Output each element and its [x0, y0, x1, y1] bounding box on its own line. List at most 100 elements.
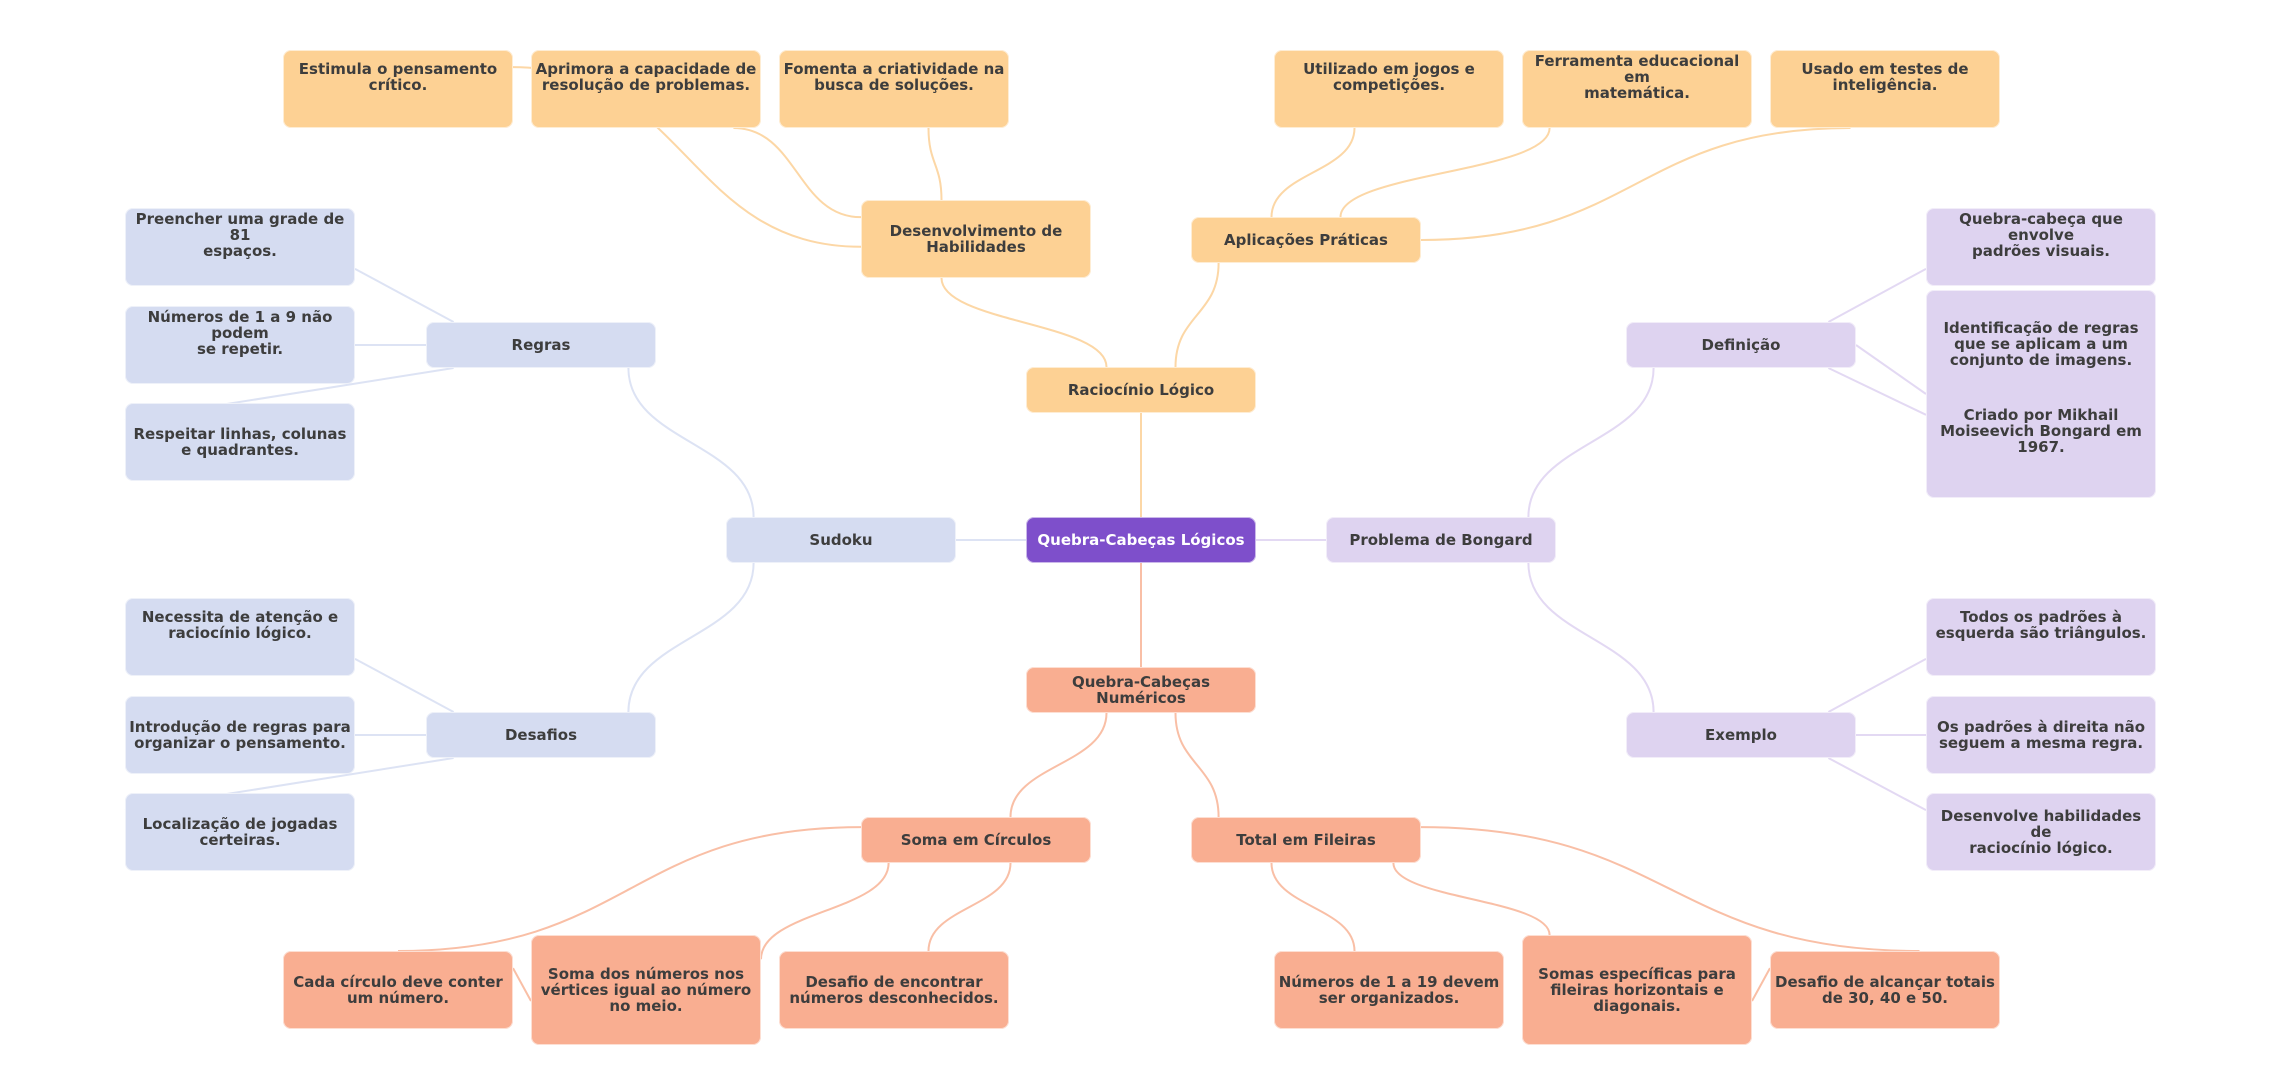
leaf-node[interactable]: Desafio de alcançar totais de 30, 40 e 5… [1770, 951, 2000, 1029]
connector-line [1174, 262, 1220, 368]
leaf-node[interactable]: Introdução de regras para organizar o pe… [125, 696, 355, 774]
topic-label: Desenvolvimento de Habilidades [889, 222, 1063, 256]
leaf-node[interactable]: Soma dos números nos vértices igual ao n… [531, 935, 761, 1045]
branch-label: Quebra-Cabeças Numéricos [1071, 673, 1211, 707]
branch-raciocinio-logico[interactable]: Raciocínio Lógico [1026, 367, 1256, 413]
topic-label: Definição [1701, 336, 1781, 354]
topic-label: Desafios [504, 726, 578, 744]
topic-desenvolvimento-de-habilidades[interactable]: Desenvolvimento de Habilidades [861, 200, 1091, 278]
connector-line [760, 862, 890, 960]
leaf-node[interactable]: Números de 1 a 19 devem ser organizados. [1274, 951, 1504, 1029]
connector-line [1270, 862, 1356, 952]
leaf-label: Somas específicas para fileiras horizont… [1538, 965, 1736, 1015]
topic-label: Aplicações Práticas [1224, 231, 1388, 249]
connector-line [927, 127, 943, 201]
leaf-node-merged[interactable]: Identificação de regras que se aplicam a… [1926, 290, 2156, 498]
leaf-node[interactable]: Utilizado em jogos e competições. [1274, 50, 1504, 128]
connector-line [1339, 127, 1551, 218]
topic-label: Total em Fileiras [1236, 831, 1376, 849]
leaf-label: Preencher uma grade de 81 espaços. [135, 210, 345, 260]
topic-soma-em-circulos[interactable]: Soma em Círculos [861, 817, 1091, 863]
connector-line [733, 127, 862, 219]
leaf-label: Cada círculo deve conter um número. [293, 973, 503, 1007]
connector-line [397, 826, 862, 952]
leaf-label: Utilizado em jogos e competições. [1303, 60, 1475, 94]
connector-line [1392, 862, 1551, 936]
leaf-node[interactable]: Respeitar linhas, colunas e quadrantes. [125, 403, 355, 481]
root-node[interactable]: Quebra-Cabeças Lógicos [1026, 517, 1256, 563]
topic-label: Soma em Círculos [900, 831, 1052, 849]
leaf-node[interactable]: Quebra-cabeça que envolve padrões visuai… [1926, 208, 2156, 286]
connector-line [1527, 367, 1655, 518]
leaf-node[interactable]: Estimula o pensamento crítico. [283, 50, 513, 128]
branch-sudoku[interactable]: Sudoku [726, 517, 956, 563]
leaf-node[interactable]: Necessita de atenção e raciocínio lógico… [125, 598, 355, 676]
connector-line [1270, 127, 1356, 218]
branch-quebra-cabecas-numericos[interactable]: Quebra-Cabeças Numéricos [1026, 667, 1256, 713]
leaf-label: Desenvolve habilidades de raciocínio lóg… [1940, 807, 2142, 857]
connector-line [1827, 367, 1927, 416]
leaf-node[interactable]: Ferramenta educacional em matemática. [1522, 50, 1752, 128]
leaf-label: Fomenta a criatividade na busca de soluç… [783, 60, 1005, 94]
connector-line [512, 967, 532, 1002]
leaf-label: Estimula o pensamento crítico. [298, 60, 498, 94]
connector-line [927, 862, 1012, 952]
leaf-node[interactable]: Os padrões à direita não seguem a mesma … [1926, 696, 2156, 774]
leaf-label: Necessita de atenção e raciocínio lógico… [141, 608, 339, 642]
topic-aplicacoes-praticas[interactable]: Aplicações Práticas [1191, 217, 1421, 263]
leaf-label: Números de 1 a 19 devem ser organizados. [1278, 973, 1500, 1007]
topic-desafios[interactable]: Desafios [426, 712, 656, 758]
leaf-label: Ferramenta educacional em matemática. [1534, 52, 1740, 102]
leaf-node[interactable]: Localização de jogadas certeiras. [125, 793, 355, 871]
connector-line [1420, 826, 1920, 952]
leaf-node[interactable]: Desenvolve habilidades de raciocínio lóg… [1926, 793, 2156, 871]
topic-label: Exemplo [1705, 726, 1777, 744]
leaf-label: Quebra-cabeça que envolve padrões visuai… [1959, 210, 2123, 260]
connector-line [1827, 267, 1927, 323]
connector-line [1009, 712, 1108, 818]
leaf-label: Números de 1 a 9 não podem se repetir. [147, 308, 333, 358]
connector-line [1827, 657, 1927, 713]
leaf-node[interactable]: Desafio de encontrar números desconhecid… [779, 951, 1009, 1029]
topic-definicao[interactable]: Definição [1626, 322, 1856, 368]
leaf-label: Desafio de alcançar totais de 30, 40 e 5… [1775, 973, 1995, 1007]
leaf-node[interactable]: Somas específicas para fileiras horizont… [1522, 935, 1752, 1045]
topic-regras[interactable]: Regras [426, 322, 656, 368]
connector-line [1751, 967, 1771, 1002]
leaf-label: Identificação de regras que se aplicam a… [1943, 319, 2139, 369]
leaf-node[interactable]: Preencher uma grade de 81 espaços. [125, 208, 355, 286]
leaf-node[interactable]: Todos os padrões à esquerda são triângul… [1926, 598, 2156, 676]
leaf-label: Respeitar linhas, colunas e quadrantes. [133, 425, 347, 459]
topic-label: Regras [511, 336, 571, 354]
leaf-label: Os padrões à direita não seguem a mesma … [1936, 718, 2146, 752]
branch-problema-de-bongard[interactable]: Problema de Bongard [1326, 517, 1556, 563]
leaf-node[interactable]: Cada círculo deve conter um número. [283, 951, 513, 1029]
connector-line [627, 562, 755, 713]
connector-line [354, 657, 455, 713]
branch-label: Raciocínio Lógico [1067, 381, 1215, 399]
leaf-label: Localização de jogadas certeiras. [142, 815, 338, 849]
connector-line [1174, 712, 1220, 818]
connector-line [1855, 344, 1927, 395]
leaf-label: Usado em testes de inteligência. [1801, 60, 1969, 94]
leaf-label: Soma dos números nos vértices igual ao n… [540, 965, 752, 1015]
topic-exemplo[interactable]: Exemplo [1626, 712, 1856, 758]
connector-line [354, 267, 455, 323]
connector-line [940, 277, 1108, 368]
leaf-node[interactable]: Fomenta a criatividade na busca de soluç… [779, 50, 1009, 128]
leaf-label: Introdução de regras para organizar o pe… [129, 718, 351, 752]
connector-line [1527, 562, 1655, 713]
topic-total-em-fileiras[interactable]: Total em Fileiras [1191, 817, 1421, 863]
branch-label: Sudoku [809, 531, 873, 549]
leaf-label: Aprimora a capacidade de resolução de pr… [535, 60, 757, 94]
leaf-label: Todos os padrões à esquerda são triângul… [1935, 608, 2147, 642]
leaf-node[interactable]: Aprimora a capacidade de resolução de pr… [531, 50, 761, 128]
connector-line [627, 367, 755, 518]
leaf-node[interactable]: Números de 1 a 9 não podem se repetir. [125, 306, 355, 384]
root-node-label: Quebra-Cabeças Lógicos [1037, 531, 1245, 549]
connector-line [1827, 757, 1927, 812]
leaf-label: Criado por Mikhail Moiseevich Bongard em… [1940, 406, 2142, 456]
leaf-node[interactable]: Usado em testes de inteligência. [1770, 50, 2000, 128]
leaf-label: Desafio de encontrar números desconhecid… [789, 973, 999, 1007]
